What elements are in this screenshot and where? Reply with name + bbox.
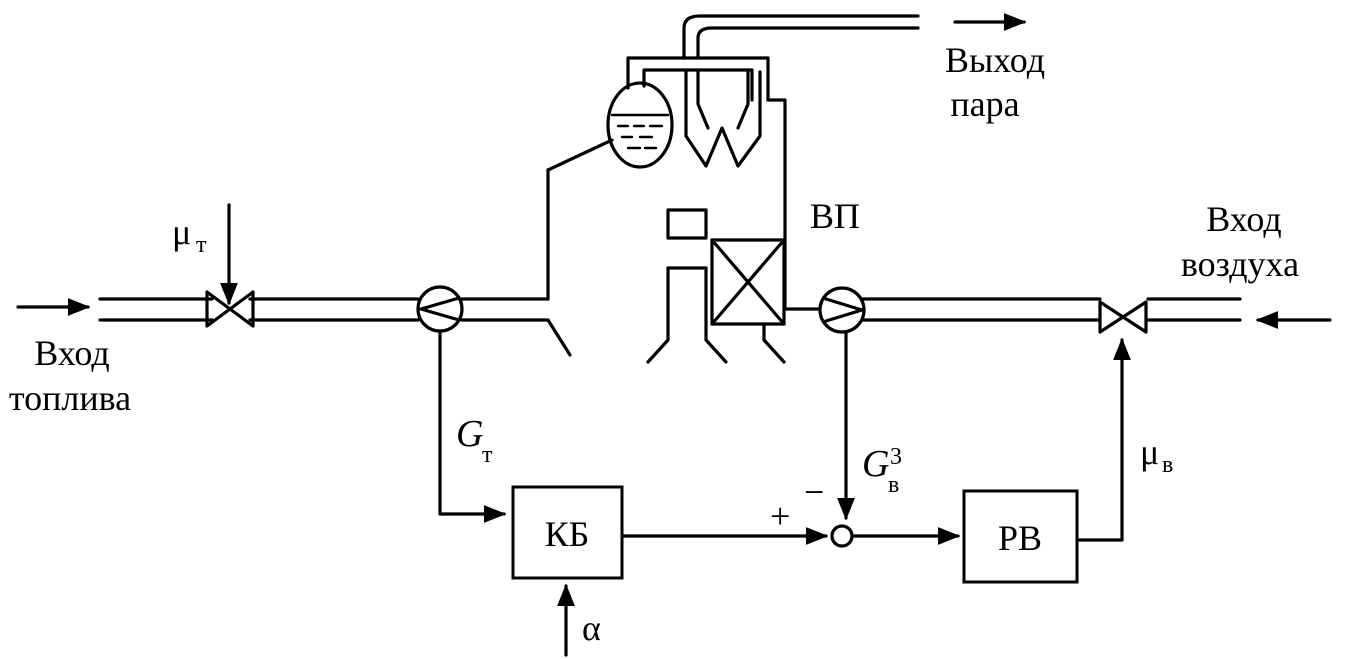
air-heater	[646, 208, 786, 364]
fuel-valve	[205, 290, 255, 328]
rv-label: РВ	[998, 518, 1042, 558]
g-v-superscript: 3	[890, 444, 902, 470]
kb-label: КБ	[545, 514, 590, 554]
air-in-label-1: Вход	[1206, 199, 1281, 239]
plus-sign: +	[770, 496, 790, 536]
air-heater-outlet-pipe	[766, 98, 822, 311]
steam-out-label-2: пара	[950, 84, 1019, 124]
kb-block: КБ	[511, 485, 624, 580]
fuel-in-label-2: топлива	[9, 378, 131, 418]
superheater-coil	[684, 70, 762, 168]
steam-out-label-1: Выход	[945, 40, 1045, 80]
fuel-flow-meter	[416, 285, 464, 333]
air-pipeline	[860, 297, 1242, 322]
g-v-label: G	[862, 443, 889, 485]
mu-v-label: μ	[1140, 432, 1159, 472]
boiler-drum	[546, 81, 674, 301]
g-t-label: G	[456, 413, 483, 455]
alpha-label: α	[582, 608, 601, 648]
air-heater-label: ВП	[810, 196, 860, 236]
summing-junction	[830, 524, 854, 548]
fuel-flow-signal	[438, 329, 507, 523]
mu-t-label: μ	[172, 212, 191, 252]
rv-output-signal	[1075, 337, 1131, 542]
air-valve	[1098, 300, 1148, 334]
g-t-subscript: т	[482, 442, 493, 468]
rv-block: РВ	[962, 489, 1079, 584]
g-v-subscript: в	[888, 472, 899, 498]
air-flow-meter	[818, 286, 866, 334]
mu-t-subscript: т	[196, 232, 207, 258]
air-in-label-2: воздуха	[1181, 244, 1299, 284]
fuel-in-label-1: Вход	[34, 333, 109, 373]
steam-pipes	[626, 14, 920, 102]
fuel-pipeline	[98, 297, 572, 357]
minus-sign: −	[804, 472, 824, 512]
mu-v-subscript: в	[1162, 452, 1173, 478]
